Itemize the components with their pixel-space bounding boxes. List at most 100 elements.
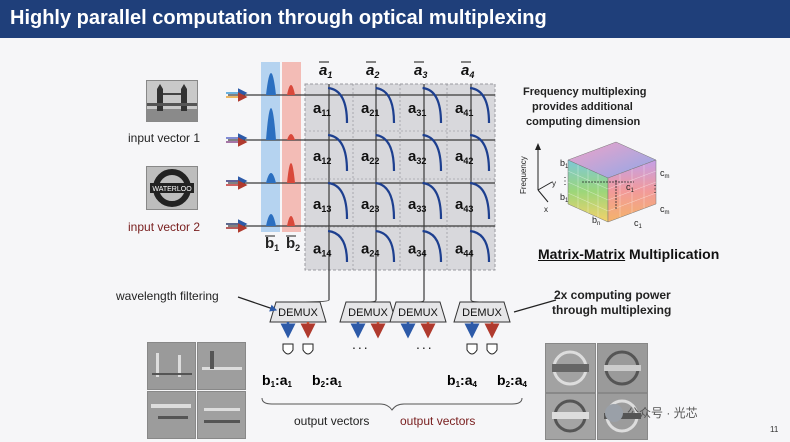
b1-label: b1 (265, 235, 279, 253)
matrix-element-label: a24 (361, 241, 379, 259)
ellipsis-1: ... (352, 336, 370, 352)
wechat-logo-icon (605, 404, 623, 422)
ring-arc (375, 229, 396, 263)
matrix-cell-2-4: a24 (361, 229, 396, 263)
output-b1-a4: b1:a4 (447, 372, 477, 389)
cube-b-mid-label: b1 (560, 192, 569, 204)
column-waveguides (305, 84, 495, 300)
slide-title: Highly parallel computation through opti… (10, 7, 547, 29)
wavelength-filtering-label: wavelength filtering (116, 289, 219, 303)
demux-3: DEMUX (389, 301, 447, 339)
output-brace (261, 397, 523, 411)
svg-text:⋮: ⋮ (560, 176, 570, 187)
output-image-6 (597, 343, 648, 393)
matrix-cell-2-2: a22 (361, 133, 396, 172)
matrix-element-label: a23 (361, 196, 379, 214)
demux-block (389, 301, 447, 323)
demux-label: DEMUX (462, 307, 502, 319)
photodetector-4 (486, 343, 498, 355)
matrix-element-label: a43 (455, 196, 473, 214)
ring-arc (469, 133, 491, 172)
red-channel-band (282, 62, 301, 232)
matrix-cell-1-2: a12 (313, 133, 349, 172)
matrix-element-label: a14 (313, 241, 331, 259)
cube-b1-label: b1 (560, 158, 569, 170)
output-b1-a1: b1:a1 (262, 372, 292, 389)
photodetector-3 (466, 343, 478, 355)
output-image-3 (147, 391, 196, 439)
ring-arc (327, 229, 349, 263)
title-bar: Highly parallel computation through opti… (0, 0, 790, 38)
cube-c1-mid-label: c1 (626, 182, 635, 194)
matrix-cell-3-4: a34 (408, 229, 443, 263)
cube-cm-top-label: cm (660, 168, 670, 180)
red-pulse-3 (287, 163, 295, 183)
output-image-1 (147, 342, 196, 390)
ring-arc (375, 181, 396, 220)
red-pulse-1 (287, 85, 295, 95)
matrix-cell-1-4: a14 (313, 229, 349, 263)
matrix-cell-3-2: a32 (408, 133, 443, 172)
ring-arc (327, 181, 349, 220)
blue-pulse-4 (266, 214, 276, 226)
red-pulse-4 (287, 216, 295, 226)
axis-frequency-label: Frequency (519, 156, 528, 194)
matrix-element-label: a13 (313, 196, 331, 214)
watermark: 公众号 · 光芯 (605, 404, 698, 422)
blue-pulse-1 (266, 73, 276, 95)
axis-x-label: x (544, 205, 548, 214)
matrix-element-label: a12 (313, 148, 331, 166)
ring-arc (422, 133, 443, 172)
blue-pulse-2 (266, 108, 276, 140)
output-b2-a1: b2:a1 (312, 372, 342, 389)
ellipsis-2: ... (416, 336, 434, 352)
svg-text:⋮: ⋮ (650, 184, 660, 195)
output-image-7 (545, 393, 596, 440)
matrix-element-label: a32 (408, 148, 426, 166)
ring-arc (469, 86, 491, 124)
matrix-cell-4-2: a42 (455, 133, 491, 172)
matrix-cell-1-1: a11 (313, 86, 349, 124)
demux-block (453, 301, 511, 323)
demux-label: DEMUX (278, 307, 318, 319)
column-header-2: a2 (366, 62, 379, 80)
cube-bn-label: bn (592, 215, 600, 227)
tower-bridge-image (146, 80, 198, 122)
matrix-cell-4-3: a43 (455, 181, 491, 220)
matrix-element-label: a34 (408, 241, 426, 259)
column-header-3: a3 (414, 62, 427, 80)
matrix-cell-1-3: a13 (313, 181, 349, 220)
photodetector-2 (302, 343, 314, 355)
b2-label: b2 (286, 235, 300, 253)
matrix-cell-3-3: a33 (408, 181, 443, 220)
blue-pulse-3 (266, 173, 276, 183)
frequency-cube: Frequency y x b1 b1 bn cm cm c1 c1 ⋮ ⋮ (519, 141, 670, 230)
matrix-element-label: a42 (455, 148, 473, 166)
matrix-element-label: a31 (408, 100, 426, 118)
demux-label: DEMUX (398, 307, 438, 319)
output-image-2 (197, 342, 246, 390)
output-image-5 (545, 343, 596, 393)
page-number: 11 (770, 425, 779, 434)
photodetector-1 (282, 343, 294, 355)
matrix-matrix-title: Matrix-Matrix Multiplication (538, 246, 720, 262)
demux-1: DEMUX (269, 301, 327, 339)
matrix-cell-2-1: a21 (361, 86, 396, 124)
demux-group: DEMUX DEMUX DEMUX DEMUX (237, 296, 557, 355)
waterloo-text: WATERLOO (152, 186, 192, 193)
output-b2-a4: b2:a4 (497, 372, 527, 389)
freq-title-line2: provides additional (532, 101, 633, 113)
ring-arc (469, 181, 491, 220)
output-image-4 (197, 391, 246, 439)
spectral-pulses (266, 73, 295, 226)
matrix-cell-4-4: a44 (455, 229, 491, 263)
matrix-cell-2-3: a23 (361, 181, 396, 220)
ring-arc (375, 133, 396, 172)
matrix-element-label: a11 (313, 100, 331, 118)
cube-cm-right-label: cm (660, 204, 670, 216)
ring-arc (327, 86, 349, 124)
demux-label: DEMUX (348, 307, 388, 319)
